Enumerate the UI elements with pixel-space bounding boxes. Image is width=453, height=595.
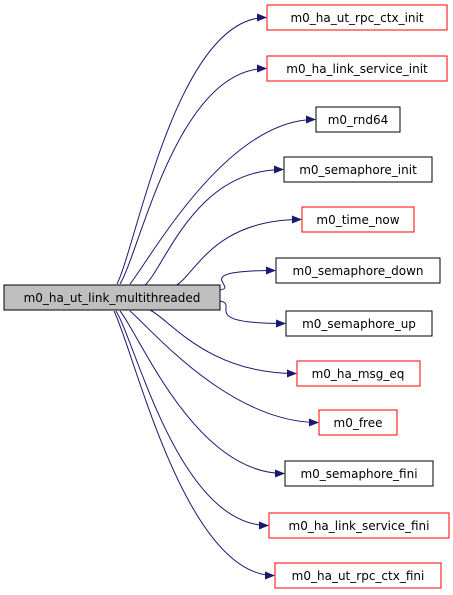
- callee-label-msg-eq: m0_ha_msg_eq: [312, 367, 405, 381]
- call-edge-5: [174, 215, 302, 287]
- callee-node-semaphore-init[interactable]: m0_semaphore_init: [283, 156, 433, 183]
- callee-node-free[interactable]: m0_free: [318, 409, 398, 436]
- callee-node-time-now[interactable]: m0_time_now: [301, 206, 415, 233]
- callee-label-rnd64: m0_rnd64: [328, 113, 389, 127]
- call-edge-3: [129, 115, 316, 285]
- call-edge-11: [115, 310, 269, 530]
- call-edge-1: [116, 13, 267, 285]
- callee-node-semaphore-fini[interactable]: m0_semaphore_fini: [284, 460, 434, 487]
- callee-node-rpc-ctx-init[interactable]: m0_ha_ut_rpc_ctx_init: [266, 4, 448, 31]
- callee-node-msg-eq[interactable]: m0_ha_msg_eq: [296, 360, 421, 387]
- call-edges: [113, 13, 319, 580]
- call-edge-9: [129, 310, 319, 427]
- callee-label-semaphore-fini: m0_semaphore_fini: [300, 467, 417, 481]
- call-edge-8: [149, 309, 297, 378]
- callee-node-link-service-fini[interactable]: m0_ha_link_service_fini: [268, 512, 450, 539]
- call-edge-2: [119, 64, 267, 285]
- callee-label-free: m0_free: [334, 416, 383, 430]
- callee-label-link-service-init: m0_ha_link_service_init: [286, 62, 428, 76]
- callee-node-rnd64[interactable]: m0_rnd64: [315, 106, 401, 133]
- callee-node-rpc-ctx-fini[interactable]: m0_ha_ut_rpc_ctx_fini: [274, 562, 442, 589]
- callee-label-semaphore-down: m0_semaphore_down: [293, 264, 424, 278]
- callee-node-link-service-init[interactable]: m0_ha_link_service_init: [266, 55, 448, 82]
- callee-label-time-now: m0_time_now: [316, 213, 399, 227]
- callee-node-semaphore-down[interactable]: m0_semaphore_down: [275, 257, 441, 284]
- callee-label-semaphore-up: m0_semaphore_up: [302, 317, 416, 331]
- callee-node-semaphore-up[interactable]: m0_semaphore_up: [285, 310, 433, 337]
- callee-label-rpc-ctx-init: m0_ha_ut_rpc_ctx_init: [290, 11, 423, 25]
- root-node[interactable]: m0_ha_ut_link_multithreaded: [3, 284, 221, 311]
- callee-label-link-service-fini: m0_ha_link_service_fini: [289, 519, 430, 533]
- callee-label-semaphore-init: m0_semaphore_init: [299, 163, 417, 177]
- call-edge-7: [219, 300, 286, 328]
- root-node-label: m0_ha_ut_link_multithreaded: [24, 291, 201, 305]
- callee-label-rpc-ctx-fini: m0_ha_ut_rpc_ctx_fini: [292, 569, 425, 583]
- call-edge-12: [113, 310, 275, 580]
- call-edge-10: [119, 310, 285, 478]
- call-edge-4: [144, 165, 284, 286]
- call-edge-6: [219, 266, 276, 291]
